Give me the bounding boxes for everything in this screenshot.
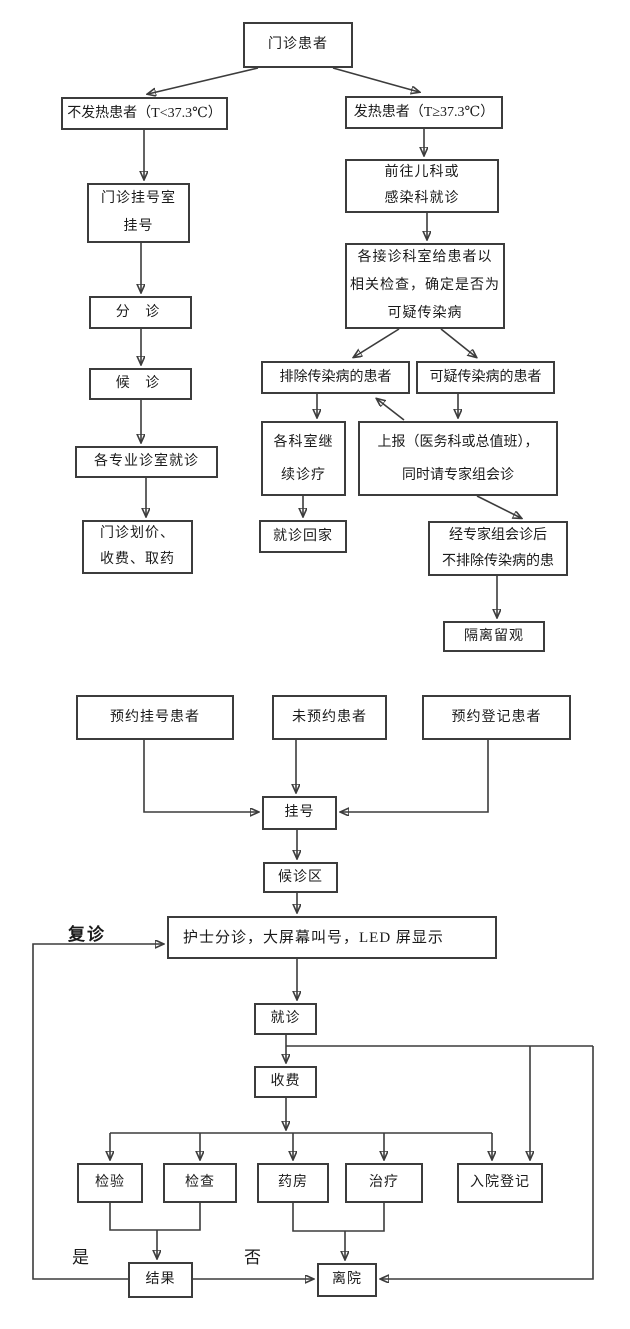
node-goto-pediatrics: 前往儿科或 感染科就诊	[345, 159, 499, 213]
edge-report-to-expert	[476, 495, 521, 518]
node-expert-not-excluded: 经专家组会诊后 不排除传染病的患	[428, 521, 568, 576]
label-no: 否	[244, 1248, 263, 1267]
edge-report-to-excluded	[377, 399, 405, 421]
edge-pharmacy-treat-merge	[292, 1203, 385, 1232]
node-fever: 发热患者（T≥37.3℃）	[345, 96, 503, 129]
edge-recvdepts-to-suspected	[440, 328, 476, 357]
node-pay: 收费	[254, 1066, 317, 1098]
edge-bypass-to-discharge	[381, 1046, 594, 1279]
node-depts-continue: 各科室继 续诊疗	[261, 421, 346, 496]
node-discharge: 离院	[317, 1263, 377, 1297]
node-outpatient: 门诊患者	[243, 22, 353, 68]
node-suspected-patients: 可疑传染病的患者	[416, 361, 555, 394]
node-lab-test: 检验	[77, 1163, 143, 1203]
node-excluded-patients: 排除传染病的患者	[261, 361, 410, 394]
node-receiving-depts: 各接诊科室给患者以 相关检查，确定是否为 可疑传染病	[345, 243, 505, 329]
node-treatment: 治疗	[345, 1163, 423, 1203]
node-visit: 就诊	[254, 1003, 317, 1035]
node-go-home: 就诊回家	[259, 520, 347, 553]
edge-outpatient-to-nonfever	[148, 67, 259, 94]
node-nurse-triage: 护士分诊，大屏幕叫号，LED 屏显示	[167, 916, 497, 959]
node-waiting-area: 候诊区	[263, 862, 338, 893]
node-registration-room: 门诊挂号室 挂号	[87, 183, 190, 243]
node-pharmacy: 药房	[257, 1163, 329, 1203]
node-appointment-registered: 预约挂号患者	[76, 695, 234, 740]
node-examination: 检查	[163, 1163, 237, 1203]
node-isolation: 隔离留观	[443, 621, 545, 652]
node-register: 挂号	[262, 796, 337, 830]
label-yes: 是	[72, 1248, 91, 1267]
node-admission: 入院登记	[457, 1163, 543, 1203]
label-revisit: 复诊	[68, 925, 106, 944]
edge-apptrec-to-register	[341, 740, 489, 812]
edge-outpatient-to-fever	[332, 67, 419, 92]
edge-apptreg-to-register	[143, 740, 258, 812]
node-no-appointment: 未预约患者	[272, 695, 387, 740]
edge-recvdepts-to-excluded	[354, 328, 400, 357]
node-non-fever: 不发热患者（T<37.3℃）	[61, 97, 228, 130]
edge-result-revisit-loop	[32, 944, 163, 1280]
edge-lab-exam-merge	[109, 1203, 201, 1231]
node-pricing-pay-drugs: 门诊划价、 收费、取药	[82, 520, 193, 574]
node-specialty-clinics: 各专业诊室就诊	[75, 446, 218, 478]
node-waiting: 候 诊	[89, 368, 192, 400]
node-report-consult: 上报（医务科或总值班）， 同时请专家组会诊	[358, 421, 558, 496]
node-result: 结果	[128, 1262, 193, 1298]
node-appointment-recorded: 预约登记患者	[422, 695, 571, 740]
node-triage: 分 诊	[89, 296, 192, 329]
